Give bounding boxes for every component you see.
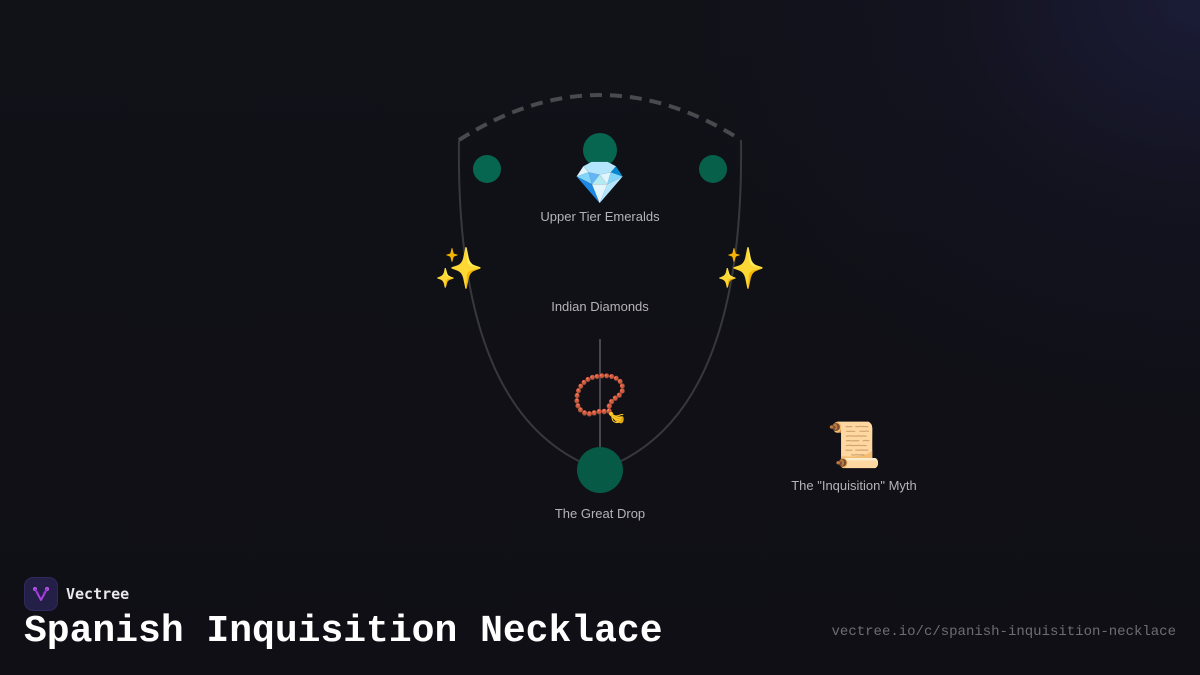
label-the-great-drop: The Great Drop bbox=[554, 506, 646, 521]
label-inquisition-myth: The "Inquisition" Myth bbox=[791, 478, 917, 493]
emerald-node-center[interactable] bbox=[583, 133, 617, 167]
brand: Vectree bbox=[24, 577, 129, 611]
necklace-clasp-arc bbox=[457, 93, 743, 142]
prayer-beads-icon[interactable]: 📿 bbox=[571, 371, 629, 425]
sparkles-icon-right[interactable]: ✨ bbox=[716, 246, 766, 292]
great-drop-node[interactable] bbox=[577, 447, 623, 493]
page-url[interactable]: vectree.io/c/spanish-inquisition-necklac… bbox=[831, 624, 1176, 640]
brand-logo[interactable] bbox=[24, 577, 58, 611]
label-upper-tier-emeralds: Upper Tier Emeralds bbox=[540, 209, 660, 224]
scroll-icon[interactable]: 📜 bbox=[826, 420, 882, 471]
brand-name: Vectree bbox=[66, 585, 130, 603]
label-indian-diamonds: Indian Diamonds bbox=[551, 299, 649, 314]
necklace-chain-left bbox=[457, 139, 601, 471]
sparkles-icon-left[interactable]: ✨ bbox=[434, 246, 484, 292]
emerald-node-left[interactable] bbox=[473, 155, 501, 183]
emerald-node-right[interactable] bbox=[699, 155, 727, 183]
vectree-fork-icon bbox=[33, 587, 49, 601]
gem-icon[interactable]: 💎 bbox=[573, 158, 627, 207]
necklace-chain-right bbox=[599, 139, 743, 471]
page-title: Spanish Inquisition Necklace bbox=[24, 610, 663, 653]
